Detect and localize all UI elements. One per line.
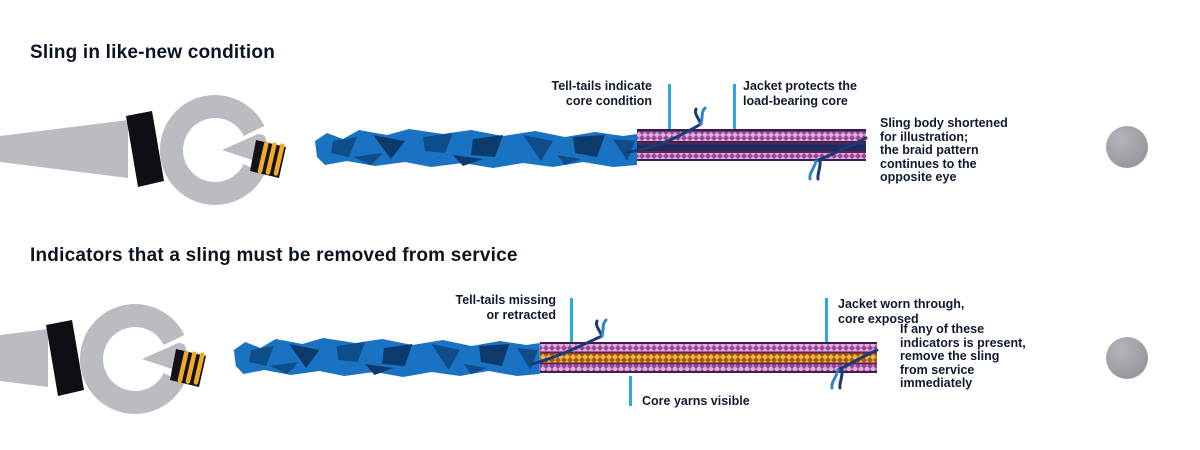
note-line: opposite eye	[880, 170, 957, 184]
continuation-dot	[1106, 337, 1148, 379]
figure2-jacket-damage-line1: Jacket worn through,	[838, 297, 965, 311]
note-line: Sling body shortened	[880, 116, 1008, 130]
leader-line	[570, 298, 573, 344]
leader-line	[733, 84, 736, 140]
note-line: the braid pattern	[880, 143, 979, 157]
figure1-tell-tail-label-line2: core condition	[565, 94, 652, 108]
figure2-tell-tail-label: Tell-tails missing or retracted	[456, 293, 557, 323]
note-line: immediately	[900, 376, 973, 390]
double-braid-jacket-core-exposed	[540, 342, 877, 373]
figure1-tell-tail-label-line1: Tell-tails indicate	[551, 79, 653, 93]
note-line: continues to the	[880, 156, 977, 171]
figure2-tell-tail-label-line1: Tell-tails missing	[455, 293, 557, 307]
note-line: from service	[900, 362, 975, 377]
figure2-sling	[0, 304, 879, 414]
figure2-jacket-damage-label: Jacket worn through, core exposed	[838, 297, 964, 327]
figure1-cover-label: Jacket protects the load-bearing core	[743, 79, 857, 109]
tell-tail-yarn	[530, 318, 879, 390]
tell-tail-yarn	[626, 106, 868, 181]
note-line: remove the sling	[900, 349, 1000, 363]
continuation-dot	[1106, 126, 1148, 168]
figure2-title: Indicators that a sling must be removed …	[30, 245, 518, 266]
note-line: If any of these	[900, 322, 985, 336]
spliced-eye-fitting-icon	[0, 304, 206, 414]
figure1-title: Sling in like-new condition	[30, 42, 276, 63]
leader-line	[629, 376, 632, 406]
core-yarn-stripe	[540, 353, 877, 363]
figure2-tell-tail-label-line2: or retracted	[486, 308, 556, 322]
figure1-continuation-note: Sling body shortened for illustration; t…	[880, 116, 1008, 185]
figure2-continuation-note: If any of these indicators is present, r…	[900, 322, 1026, 391]
double-braid-jacket	[637, 129, 866, 161]
figure1-cover-label-line1: Jacket protects the	[743, 79, 857, 93]
figure1-tell-tail-label: Tell-tails indicate core condition	[552, 79, 653, 109]
note-line: indicators is present,	[900, 335, 1026, 350]
figure2-jacket-damage-line2: core exposed	[838, 312, 919, 326]
leader-line	[668, 84, 671, 140]
figure2-core-label: Core yarns visible	[642, 394, 750, 409]
figure2-core-label-line1: Core yarns visible	[642, 394, 750, 408]
leader-line	[825, 298, 828, 344]
figure1-sling	[0, 95, 868, 206]
figure1-cover-label-line2: load-bearing core	[743, 94, 848, 108]
center-stripe	[637, 144, 866, 150]
chafe-protection-cover	[315, 129, 637, 168]
spliced-eye-fitting-icon	[0, 95, 286, 206]
note-line: for illustration;	[880, 129, 969, 144]
chafe-protection-cover	[233, 338, 540, 377]
